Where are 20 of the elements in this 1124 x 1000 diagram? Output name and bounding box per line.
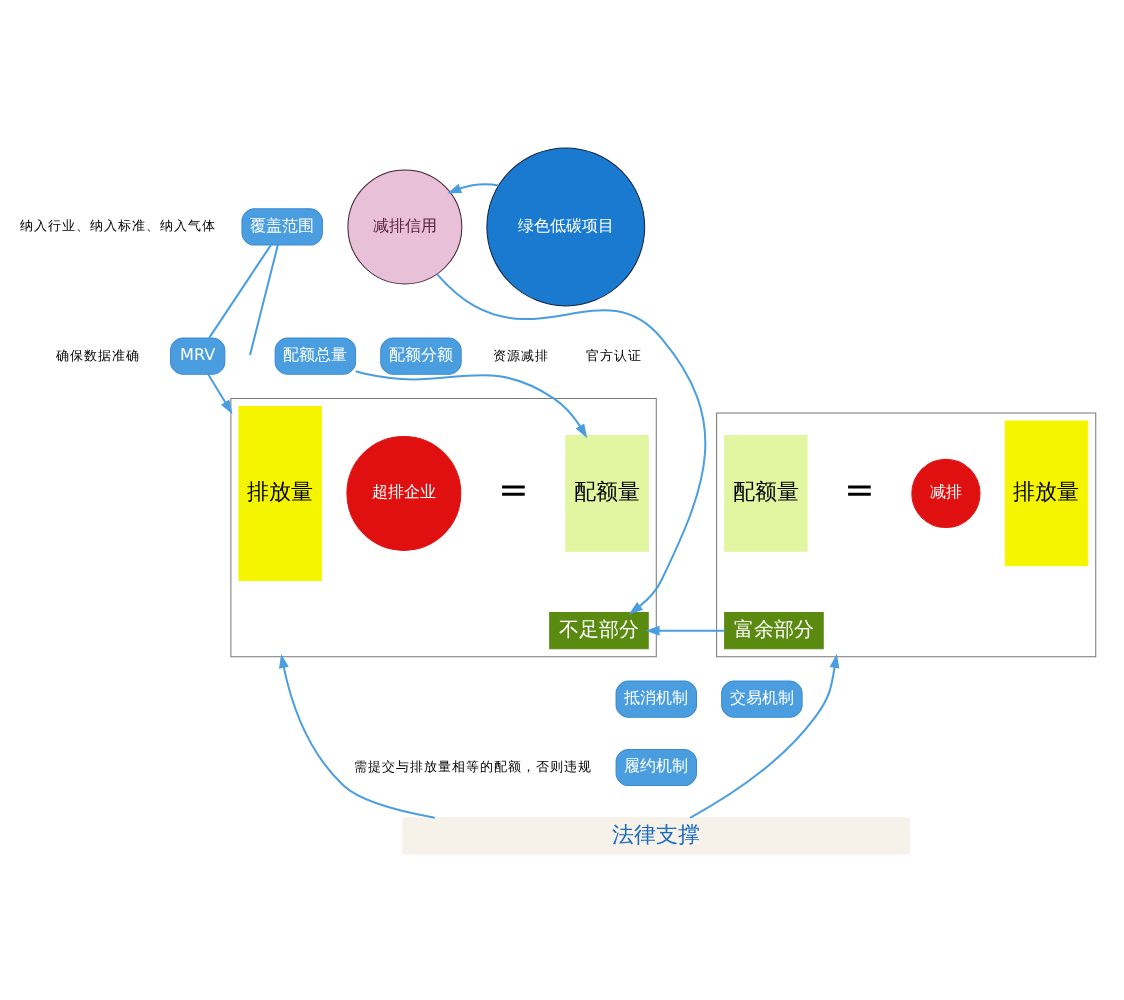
label: =	[844, 469, 875, 512]
cluster	[716, 411, 1097, 657]
cluster	[230, 396, 657, 657]
arrow	[436, 272, 707, 614]
arrow	[279, 652, 435, 818]
node-box: 排放量	[1004, 419, 1089, 566]
arrow	[645, 624, 725, 635]
connector	[208, 243, 272, 338]
node-box: 法律支撑	[402, 816, 911, 854]
arrow	[447, 182, 499, 193]
node-box: 配额量	[724, 434, 808, 551]
connector	[249, 243, 279, 355]
node-box: 排放量	[238, 404, 322, 580]
node-box: 配额量	[565, 434, 649, 551]
arrow	[355, 369, 588, 438]
node-box: 不足部分	[549, 611, 649, 649]
arrow	[689, 652, 840, 818]
arrow	[207, 372, 233, 414]
label: =	[498, 469, 529, 512]
node-box: 富余部分	[724, 611, 824, 649]
